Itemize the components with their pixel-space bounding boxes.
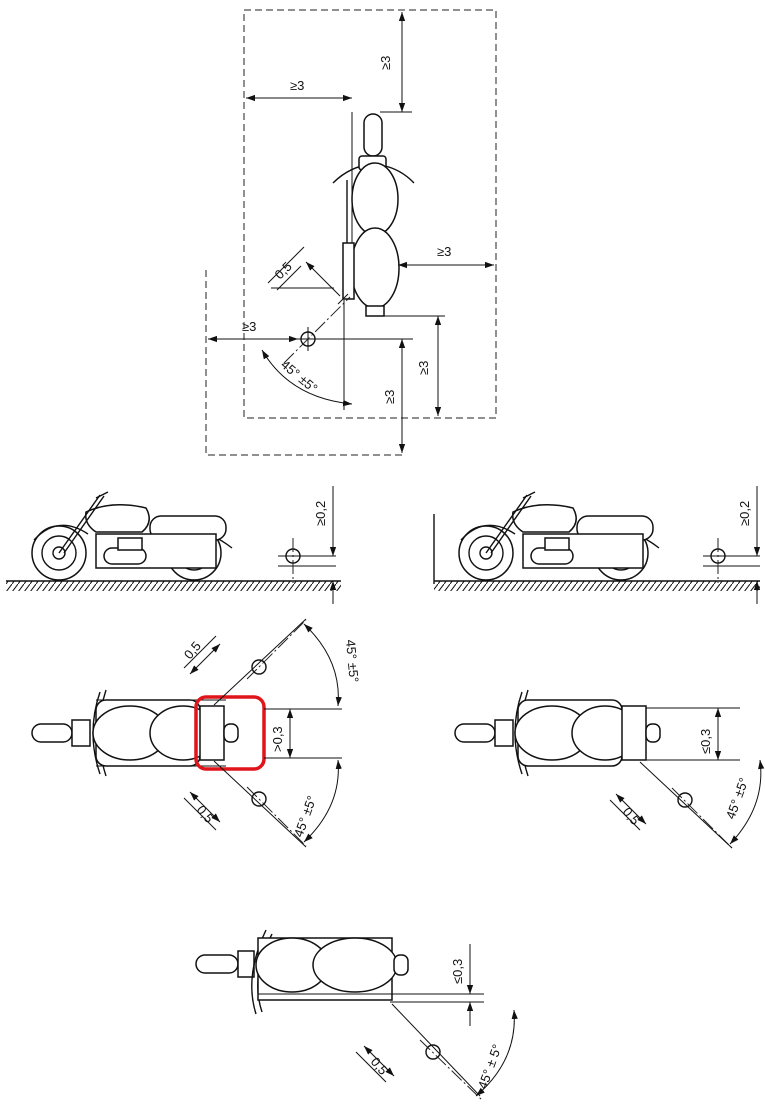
dim-label-le03-right: ≤0,3 bbox=[698, 729, 713, 754]
dim-label-gt03: >0,3 bbox=[270, 726, 285, 752]
motorcycle-side-left bbox=[31, 491, 233, 581]
dim-label-ge3-bottom: ≥3 bbox=[382, 390, 397, 404]
motorcycle-top-bottom bbox=[195, 929, 409, 1015]
dim-label-half-bottom: 0,5 bbox=[368, 1054, 391, 1077]
inner-dashed-boundary bbox=[243, 9, 497, 419]
dim-label-ge3-rear: ≥3 bbox=[416, 361, 431, 375]
dim-label-ge02-right: ≥0,2 bbox=[737, 501, 752, 526]
dim-label-angle-top: 45° ±5° bbox=[278, 357, 320, 396]
motorcycle-side-right bbox=[458, 491, 660, 581]
outer-dashed-boundary bbox=[205, 270, 406, 456]
dim-label-half-right: 0,5 bbox=[620, 804, 643, 827]
plan-view-bottom: ≤0,3 0,5 45° ± 5° bbox=[195, 929, 518, 1101]
dim-label-ge3-top: ≥3 bbox=[378, 56, 393, 70]
motorcycle-top-left bbox=[31, 689, 239, 777]
dim-label-angle-right: 45° ±5° bbox=[723, 776, 752, 821]
dim-label-le03-bottom: ≤0,3 bbox=[450, 959, 465, 984]
side-view-left: ≥0,2 bbox=[6, 486, 341, 604]
dim-label-angle-bottom: 45° ± 5° bbox=[475, 1042, 505, 1091]
plan-view-left-two-lamps: >0,3 0,5 45° ±5° 0,5 45° ±5° bbox=[31, 618, 362, 848]
plan-view-right-one-lamp: ≤0,3 0,5 45° ±5° bbox=[454, 689, 765, 849]
highlight-box bbox=[194, 695, 266, 771]
motorcycle-top-right bbox=[454, 689, 661, 777]
dim-label-ge3-right: ≥3 bbox=[437, 244, 451, 259]
motorcycle-top-outline bbox=[332, 112, 415, 317]
dim-label-half-upper: 0,5 bbox=[181, 638, 204, 661]
dim-label-ge3-left: ≥3 bbox=[290, 78, 304, 93]
top-plan-view: ≥3 ≥3 ≥3 ≥3 ≥3 ≥3 0,5 45° ±5° bbox=[205, 9, 497, 456]
dim-label-half-lower: 0,5 bbox=[194, 802, 217, 825]
side-view-right: ≥0,2 bbox=[433, 486, 761, 604]
dim-label-half-top: 0,5 bbox=[272, 259, 295, 282]
dim-label-angle-upper: 45° ±5° bbox=[343, 639, 362, 683]
dim-label-ge02-left: ≥0,2 bbox=[313, 501, 328, 526]
dim-label-ge3-outer: ≥3 bbox=[242, 319, 256, 334]
dim-label-angle-lower: 45° ±5° bbox=[291, 794, 320, 839]
